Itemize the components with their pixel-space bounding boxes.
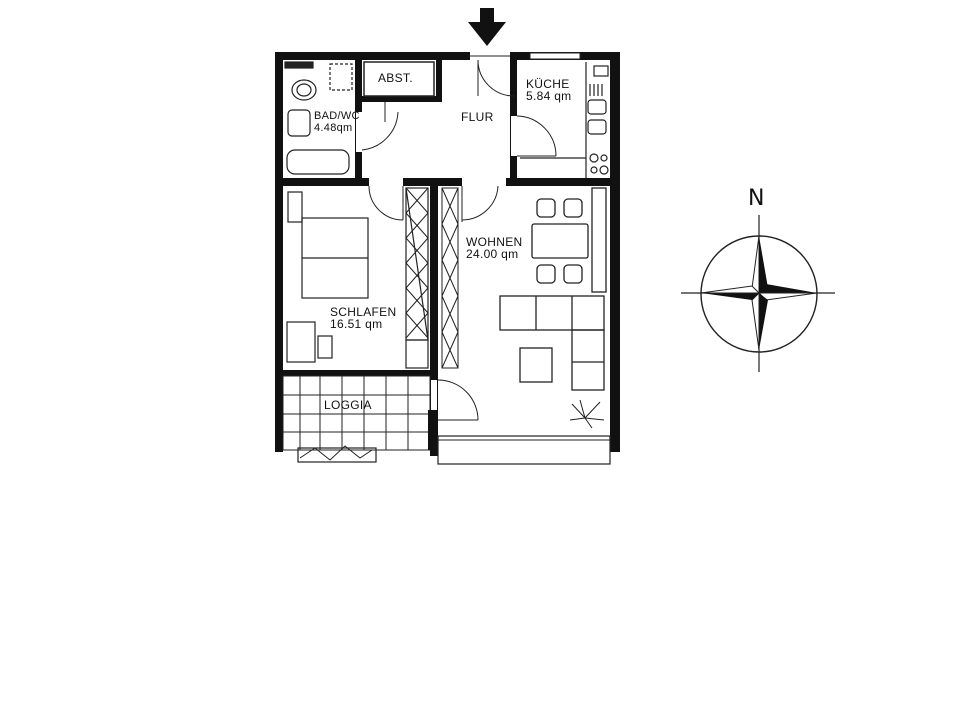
kitchen-fixtures bbox=[520, 62, 609, 178]
compass-north-label: N bbox=[748, 186, 765, 211]
door-swings bbox=[361, 59, 557, 421]
compass-rose-icon bbox=[681, 215, 835, 372]
plant-icon bbox=[569, 399, 605, 429]
planter-box bbox=[297, 447, 377, 463]
loggia-tiles bbox=[282, 375, 431, 451]
room-label-loggia: LOGGIA bbox=[324, 398, 372, 412]
bedroom-furniture bbox=[286, 187, 429, 369]
outer-walls bbox=[275, 52, 620, 452]
kitchen-window bbox=[529, 52, 581, 60]
wardrobe-living bbox=[441, 187, 459, 369]
bathroom-fixtures bbox=[284, 61, 353, 175]
room-label-abst: ABST. bbox=[378, 71, 413, 85]
balcony-strip bbox=[437, 435, 611, 465]
entrance-arrow-icon bbox=[468, 8, 506, 46]
wardrobe-bedroom bbox=[405, 187, 429, 339]
room-label-flur: FLUR bbox=[461, 110, 494, 124]
living-furniture bbox=[499, 187, 607, 391]
abst-room bbox=[363, 61, 435, 97]
